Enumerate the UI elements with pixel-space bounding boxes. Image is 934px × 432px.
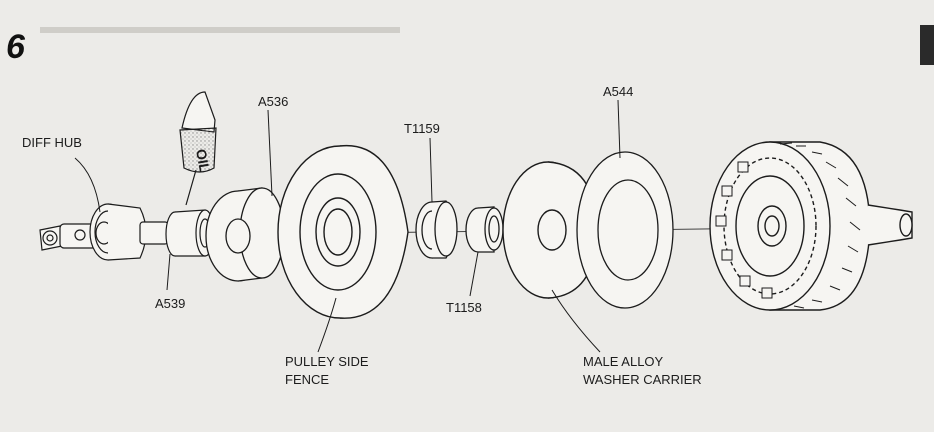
label-fence: FENCE <box>285 372 330 387</box>
leader-lines <box>74 99 621 353</box>
a536-part <box>205 187 285 282</box>
diff-hub-part <box>39 203 169 261</box>
label-diff-hub: DIFF HUB <box>22 135 82 150</box>
pulley-side-fence-part <box>277 144 409 319</box>
a539-part <box>165 209 215 257</box>
label-t1159: T1159 <box>404 121 440 136</box>
t1158-part <box>465 206 504 253</box>
step-number: 6 <box>6 28 25 66</box>
label-male-alloy: MALE ALLOY <box>583 354 664 369</box>
label-washer-carrier: WASHER CARRIER <box>583 372 702 387</box>
label-a539: A539 <box>155 296 186 311</box>
page-edge-mark <box>920 25 934 65</box>
diff-gear-part <box>709 141 913 311</box>
a544-part <box>576 151 674 309</box>
t1159-part <box>415 200 458 259</box>
label-pulley-side: PULLEY SIDE <box>285 354 369 369</box>
gear-teeth <box>779 142 861 309</box>
label-a544: A544 <box>603 84 634 99</box>
label-a536: A536 <box>258 94 289 109</box>
label-t1158: T1158 <box>446 300 482 315</box>
oil-bottle <box>179 91 217 206</box>
oil-label: OIL <box>193 148 213 174</box>
